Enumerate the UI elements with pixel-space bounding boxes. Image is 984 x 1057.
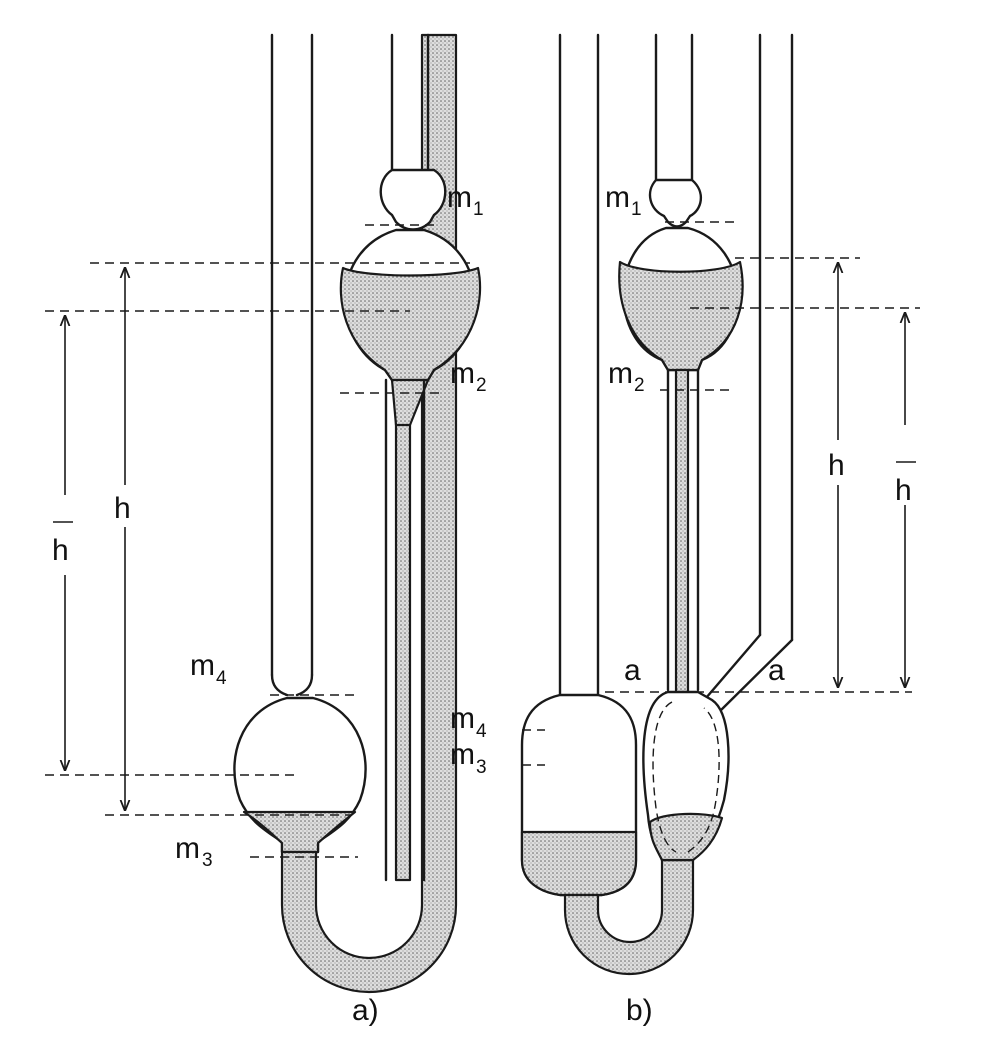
- panel-b-level-a-right: a: [768, 654, 785, 687]
- panel-a-m4-subscript: 4: [216, 668, 227, 689]
- panel-b-m4-subscript: 4: [476, 721, 487, 742]
- panel-a-m2-label: m: [450, 357, 475, 390]
- panel-b-caption: b): [626, 994, 653, 1027]
- panel-b-level-a-left: a: [624, 654, 641, 687]
- panel-a-m1-label: m: [447, 181, 472, 214]
- panel-b-m2-label: m: [608, 357, 633, 390]
- panel-b-viscometer: h h a a m 1 m 2 m 4 m 3 b): [450, 33, 924, 1027]
- panel-a-m1-subscript: 1: [473, 199, 484, 220]
- panel-b-lower-bulb: [642, 690, 730, 862]
- panel-a-m3-label: m: [175, 832, 200, 865]
- panel-b-m3-label: m: [450, 738, 475, 771]
- panel-a-capillary-tube: [339, 33, 482, 882]
- panel-a-caption: a): [352, 994, 379, 1027]
- panel-b-capillary-tube: [618, 33, 744, 702]
- panel-b-m2-subscript: 2: [634, 375, 645, 396]
- panel-a-lower-bulb: [233, 696, 367, 854]
- panel-a-viscometer: h h m 1 m 2 m 4 m 3 a): [45, 33, 487, 1027]
- panel-b-m1-subscript: 1: [631, 199, 642, 220]
- panel-a-m2-subscript: 2: [476, 375, 487, 396]
- panel-a-m3-subscript: 3: [202, 850, 213, 871]
- panel-b-m4-label: m: [450, 702, 475, 735]
- panel-b-u-bend: [563, 848, 695, 976]
- panel-b-left-tube: [558, 33, 600, 697]
- panel-b-lower-reservoir: [520, 693, 638, 897]
- panel-a-hbar-label: h: [52, 534, 69, 567]
- panel-a-u-bend: [280, 33, 458, 994]
- panel-b-bypass-tube: [704, 33, 794, 717]
- panel-b-m1-label: m: [605, 181, 630, 214]
- panel-a-m4-label: m: [190, 649, 215, 682]
- panel-b-h-label: h: [828, 449, 845, 482]
- panel-a-h-label: h: [114, 492, 131, 525]
- panel-b-hbar-label: h: [895, 474, 912, 507]
- panel-b-m3-subscript: 3: [476, 757, 487, 778]
- panel-a-left-tube: [270, 33, 314, 697]
